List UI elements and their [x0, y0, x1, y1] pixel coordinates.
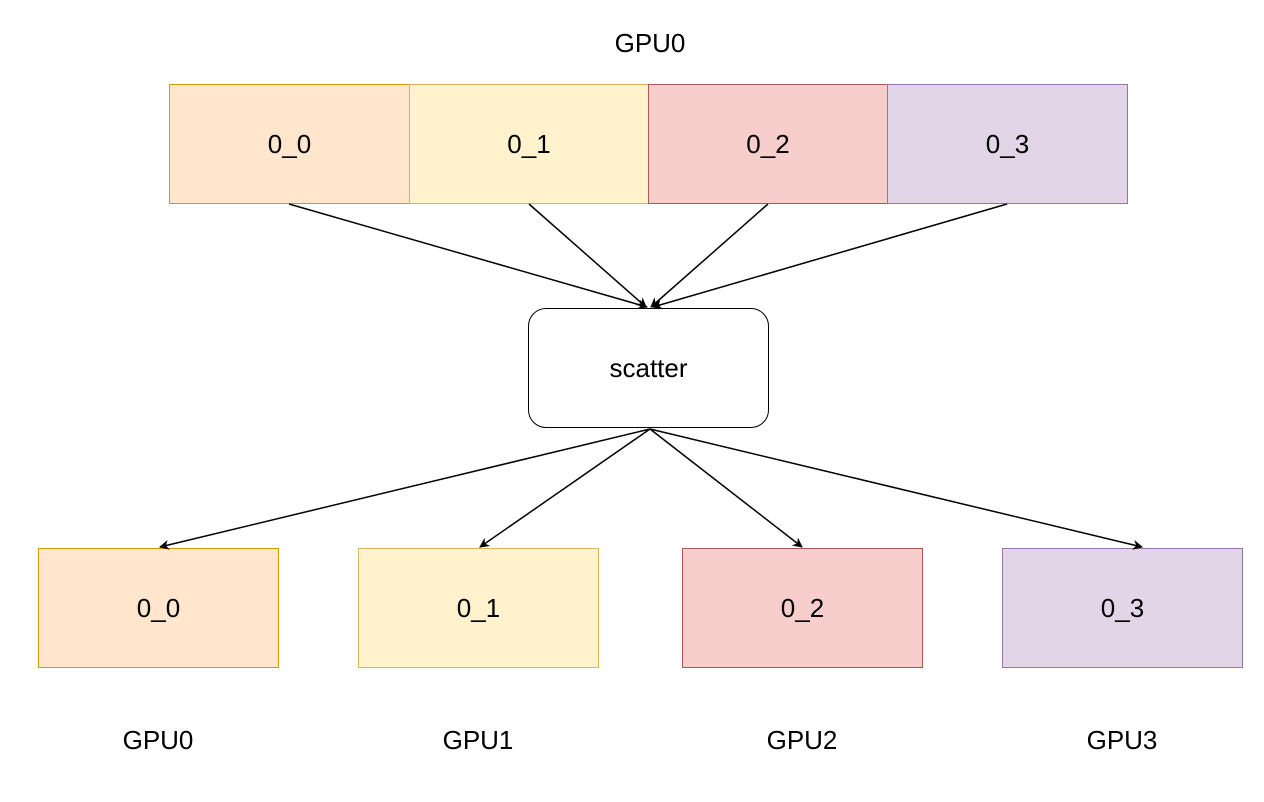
scatter-node: scatter [528, 308, 769, 428]
arrow-source-0-to-scatter [288, 203, 648, 310]
target-gpu-label-3: GPU3 [1086, 725, 1158, 755]
source-gpu-label: GPU0 [614, 28, 686, 58]
arrow-source-3-to-scatter [652, 203, 1008, 310]
arrow-scatter-to-target-2 [649, 428, 803, 548]
source-chunk-3: 0_3 [887, 84, 1128, 204]
source-chunk-2: 0_2 [648, 84, 888, 204]
target-gpu-label-2: GPU2 [766, 725, 838, 755]
source-chunk-0: 0_0 [169, 84, 410, 204]
target-chunk-1: 0_1 [358, 548, 599, 668]
arrow-scatter-to-target-3 [649, 428, 1143, 550]
arrow-source-2-to-scatter [650, 203, 769, 308]
arrow-source-1-to-scatter [528, 203, 647, 308]
target-chunk-2: 0_2 [682, 548, 923, 668]
target-gpu-label-0: GPU0 [122, 725, 194, 755]
target-chunk-0: 0_0 [38, 548, 279, 668]
arrow-scatter-to-target-0 [159, 428, 651, 550]
target-chunk-3: 0_3 [1002, 548, 1243, 668]
arrow-scatter-to-target-1 [479, 428, 651, 548]
target-gpu-label-1: GPU1 [442, 725, 514, 755]
